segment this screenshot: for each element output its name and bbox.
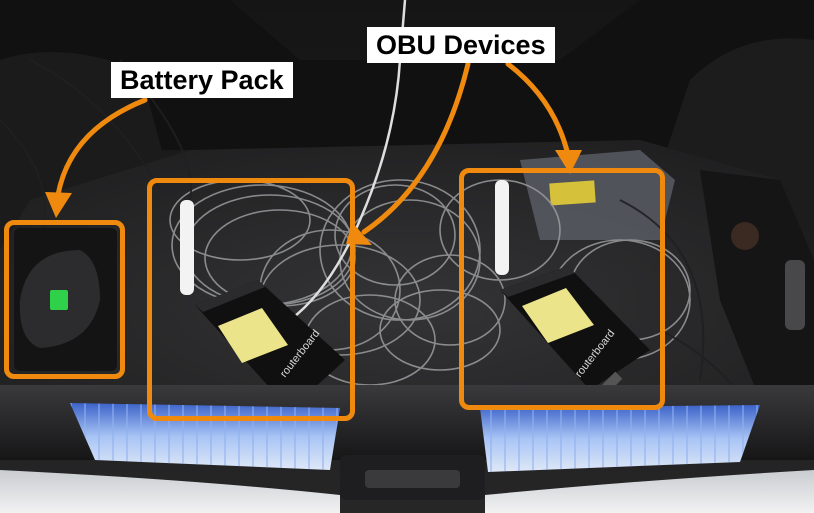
rear-fixture [731,222,759,250]
right-handle [785,260,805,330]
trunk-ceiling [0,0,814,150]
arrow-to-obu-left [361,61,471,235]
right-wheel-well [700,170,814,400]
arrowhead-battery [45,192,72,218]
bumper-left [0,470,340,513]
obu-device-left-highlight [147,178,355,421]
annotation-arrows [55,61,571,235]
battery-indicator [50,290,68,310]
obu-device-right-highlight [459,168,665,410]
obu-device-left: routerboard [180,200,345,410]
yellow-tag [549,180,596,206]
antenna-right [495,180,509,275]
obu-devices-label: OBU Devices [367,27,555,63]
obu-device-right: routerboard [495,180,650,395]
bumper-right [485,470,814,513]
white-cable [289,0,407,321]
arrow-to-battery [55,97,148,198]
antenna-left [180,200,194,295]
battery-pack-label: Battery Pack [111,62,293,98]
arrowhead-obu-right [555,150,582,174]
battery-pack-highlight [4,220,125,379]
device-sticker-right [522,288,594,343]
device-sticker-left [218,308,288,363]
arrow-to-obu-right [505,61,571,158]
battery-pack [14,228,117,371]
